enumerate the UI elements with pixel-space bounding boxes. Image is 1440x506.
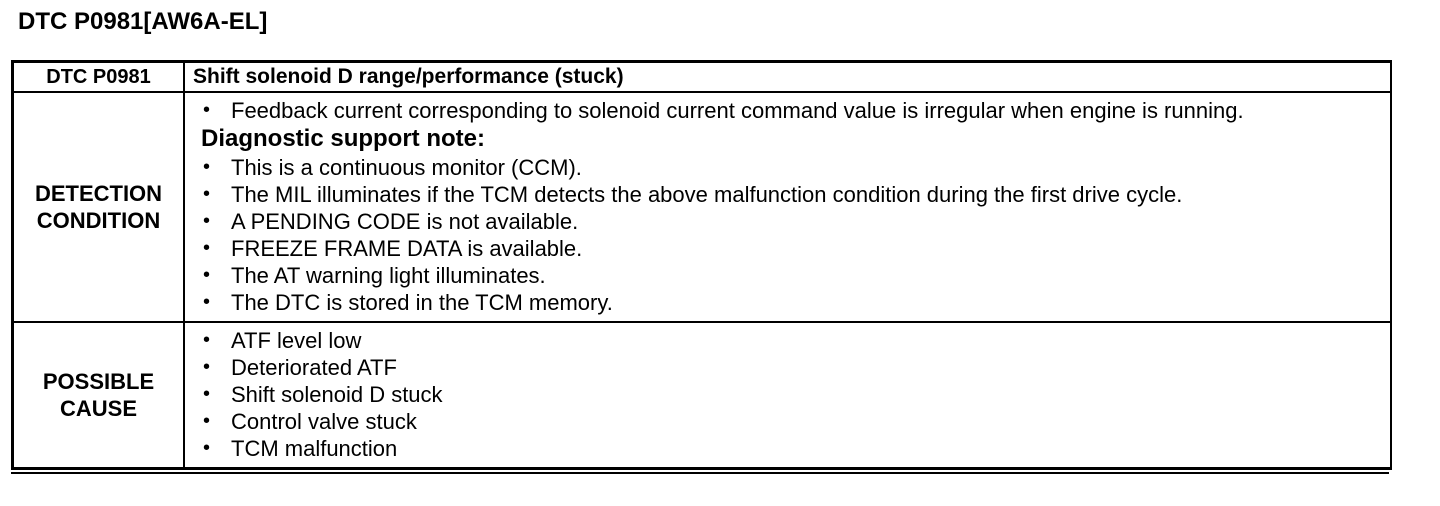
dtc-description-cell: Shift solenoid D range/performance (stuc… bbox=[183, 63, 1390, 93]
detection-condition-row: DETECTION CONDITION Feedback current cor… bbox=[14, 91, 1390, 323]
dtc-table-grid: DTC P0981 Shift solenoid D range/perform… bbox=[14, 63, 1390, 467]
cause-list: ATF level low Deteriorated ATF Shift sol… bbox=[201, 327, 1390, 462]
list-item: TCM malfunction bbox=[201, 435, 1390, 462]
detection-condition-label: DETECTION CONDITION bbox=[14, 91, 185, 323]
diagnostic-note-title: Diagnostic support note: bbox=[201, 125, 485, 152]
possible-cause-row: POSSIBLE CAUSE ATF level low Deteriorate… bbox=[14, 321, 1390, 467]
bottom-rule bbox=[11, 472, 1389, 474]
list-item: The AT warning light illuminates. bbox=[201, 262, 1390, 289]
possible-cause-label: POSSIBLE CAUSE bbox=[14, 321, 185, 467]
detection-label-line1: DETECTION bbox=[34, 181, 163, 206]
list-item: Feedback current corresponding to soleno… bbox=[201, 97, 1390, 124]
table-header-row: DTC P0981 Shift solenoid D range/perform… bbox=[14, 63, 1390, 93]
list-item: The DTC is stored in the TCM memory. bbox=[201, 289, 1390, 316]
dtc-table: DTC P0981 Shift solenoid D range/perform… bbox=[11, 60, 1392, 470]
detection-condition-content: Feedback current corresponding to soleno… bbox=[183, 91, 1390, 323]
cause-label-line1: POSSIBLE bbox=[42, 369, 155, 394]
list-item: Deteriorated ATF bbox=[201, 354, 1390, 381]
diagnostic-note-list: This is a continuous monitor (CCM). The … bbox=[201, 154, 1390, 316]
possible-cause-content: ATF level low Deteriorated ATF Shift sol… bbox=[183, 321, 1390, 467]
detection-label-line2: CONDITION bbox=[36, 208, 161, 233]
list-item: Shift solenoid D stuck bbox=[201, 381, 1390, 408]
list-item: Control valve stuck bbox=[201, 408, 1390, 435]
list-item: A PENDING CODE is not available. bbox=[201, 208, 1390, 235]
detection-list: Feedback current corresponding to soleno… bbox=[201, 97, 1390, 124]
dtc-code-cell: DTC P0981 bbox=[14, 63, 185, 93]
list-item: ATF level low bbox=[201, 327, 1390, 354]
cause-label-line2: CAUSE bbox=[59, 396, 137, 421]
list-item: The MIL illuminates if the TCM detects t… bbox=[201, 181, 1390, 208]
list-item: This is a continuous monitor (CCM). bbox=[201, 154, 1390, 181]
page-title: DTC P0981[AW6A-EL] bbox=[18, 8, 268, 35]
list-item: FREEZE FRAME DATA is available. bbox=[201, 235, 1390, 262]
